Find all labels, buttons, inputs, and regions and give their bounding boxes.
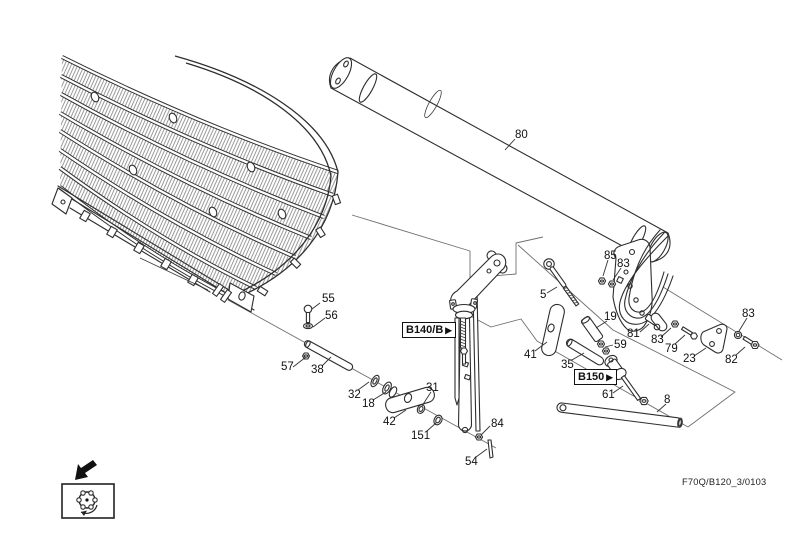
left-linkage-parts (301, 304, 443, 426)
part-label-42[interactable]: 42 (383, 416, 396, 428)
concave-grate (51, 55, 342, 313)
turnbuckle-assembly (541, 258, 683, 428)
ref-box-b140-label: B140/B (406, 324, 444, 336)
part-label-80[interactable]: 80 (515, 129, 528, 141)
part-label-5[interactable]: 5 (540, 289, 546, 301)
ref-box-b150[interactable]: B150 ▶ (574, 369, 617, 385)
nut-83b (670, 320, 680, 328)
part-label-56[interactable]: 56 (325, 310, 338, 322)
bushing-18 (382, 381, 398, 398)
washer-83c (733, 330, 743, 340)
rod-8 (556, 402, 683, 428)
rod-35 (565, 338, 605, 366)
concave-frame (51, 185, 255, 313)
part-label-84[interactable]: 84 (491, 418, 504, 430)
leader-lines (292, 138, 748, 458)
part-label-8[interactable]: 8 (664, 394, 670, 406)
phantom-lines (227, 214, 783, 449)
turnbuckle-5 (543, 258, 580, 307)
adjust-rod (472, 290, 481, 432)
concave-rotation-icon (76, 490, 98, 516)
bolt-55 (303, 304, 313, 324)
bolt-82 (742, 335, 760, 350)
part-label-41[interactable]: 41 (524, 349, 537, 361)
rotation-symbol-box (61, 483, 115, 519)
adjuster-lever-assembly (449, 250, 508, 459)
rim-clips (256, 193, 342, 297)
ref-box-b150-label: B150 (578, 371, 605, 383)
ref-arrow-icon: ▶ (606, 372, 613, 382)
nut-57 (301, 352, 311, 360)
concave-mesh (60, 57, 338, 299)
part-label-59[interactable]: 59 (614, 339, 627, 351)
part-label-83[interactable]: 83 (617, 258, 630, 270)
bolt-61 (620, 375, 649, 406)
link-plate-41 (541, 303, 565, 357)
pin-54 (487, 439, 494, 459)
sleeve-19 (580, 315, 604, 343)
nut-84 (474, 433, 484, 441)
pin-81 (644, 312, 668, 332)
part-label-18[interactable]: 18 (362, 398, 375, 410)
part-label-19[interactable]: 19 (604, 311, 617, 323)
concave-holes (90, 91, 287, 220)
plate-23 (700, 323, 728, 354)
ref-arrow-icon: ▶ (445, 325, 452, 335)
washer-32 (370, 374, 380, 388)
part-label-61[interactable]: 61 (602, 389, 615, 401)
part-label-151[interactable]: 151 (411, 430, 430, 442)
belt-bracket-assembly (612, 229, 674, 332)
bolt-79 (680, 326, 698, 340)
nut-85 (597, 277, 607, 285)
ring-31 (416, 404, 426, 414)
part-label-35[interactable]: 35 (561, 359, 574, 371)
part-label-31[interactable]: 31 (426, 382, 439, 394)
direction-arrow-icon (75, 460, 97, 480)
part-label-85[interactable]: 85 (604, 250, 617, 262)
part-label-57[interactable]: 57 (281, 361, 294, 373)
ref-box-b140[interactable]: B140/B ▶ (402, 322, 456, 338)
part-label-55[interactable]: 55 (322, 293, 335, 305)
crank-arm (450, 253, 507, 312)
part-label-83[interactable]: 83 (742, 308, 755, 320)
link-plate-42 (385, 386, 435, 414)
part-label-23[interactable]: 23 (683, 353, 696, 365)
washer-56 (302, 322, 314, 330)
part-label-32[interactable]: 32 (348, 389, 361, 401)
threaded-rod (459, 317, 469, 365)
ring-151 (433, 414, 443, 426)
part-label-83[interactable]: 83 (651, 334, 664, 346)
part-label-81[interactable]: 81 (627, 328, 640, 340)
nuts-59 (596, 340, 611, 355)
part-label-38[interactable]: 38 (311, 364, 324, 376)
nut-83 (607, 280, 617, 288)
part-label-82[interactable]: 82 (725, 354, 738, 366)
part-label-79[interactable]: 79 (665, 343, 678, 355)
figure-code: F70Q/B120_3/0103 (682, 477, 767, 487)
tube-80 (329, 57, 671, 263)
part-label-54[interactable]: 54 (465, 456, 478, 468)
right-small-parts (597, 277, 760, 354)
rod-38 (303, 340, 354, 371)
